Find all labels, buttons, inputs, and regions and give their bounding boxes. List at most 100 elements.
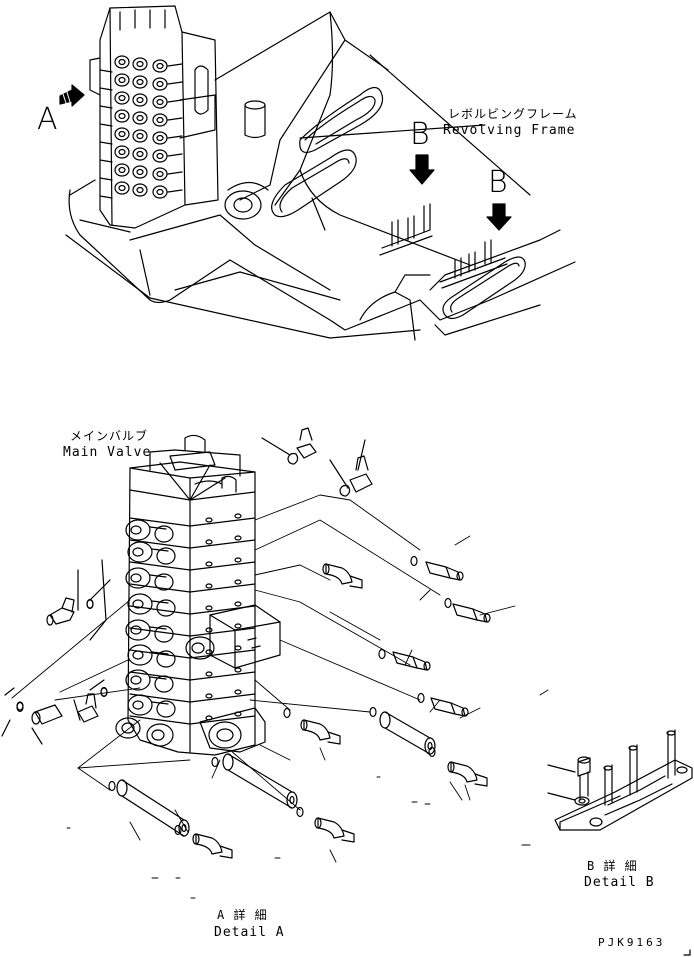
spool-port-bore — [130, 625, 142, 635]
valve-port-bore — [156, 152, 164, 160]
callout-b-left-label: B — [410, 117, 430, 152]
elbow-connector — [195, 833, 223, 855]
valve-bolt-head — [234, 667, 242, 673]
valve-port — [152, 131, 168, 145]
o-ring — [296, 806, 304, 818]
spool-port — [154, 625, 174, 643]
spool-port-bore — [130, 573, 142, 583]
main-valve-overview — [79, 5, 219, 233]
valve-port — [114, 163, 130, 177]
valve-section-line — [99, 99, 183, 109]
detail-a-caption-en: Detail A — [214, 925, 285, 940]
valve-port — [152, 167, 168, 181]
spool-port — [127, 593, 153, 615]
valve-section-line — [129, 649, 256, 659]
o-ring — [283, 707, 291, 719]
connector-end — [423, 661, 431, 671]
valve-port — [114, 73, 130, 87]
leader-lines — [11, 494, 516, 863]
spool-port — [156, 650, 176, 668]
connector-end — [483, 613, 491, 623]
spacer-tube-body — [121, 779, 185, 837]
o-ring — [16, 701, 24, 713]
valve-bolt-head — [205, 539, 213, 545]
valve-port-bore — [136, 96, 144, 104]
valve-section-line — [99, 81, 183, 91]
valve-section-line — [99, 63, 183, 73]
valve-bolt-head — [205, 649, 213, 655]
connector-end — [456, 571, 464, 581]
valve-bolt-head — [234, 689, 242, 695]
spacer-tube-body — [384, 711, 431, 755]
o-ring — [417, 692, 425, 704]
valve-bottom-caps — [115, 707, 266, 753]
valve-port-bore — [118, 130, 126, 138]
elbow-end — [447, 761, 455, 773]
main-valve-sections — [129, 513, 256, 725]
valve-port-bore — [118, 166, 126, 174]
valve-bolt-head — [205, 561, 213, 567]
callout-a-label: A — [37, 102, 58, 137]
spacer-tube-end — [116, 779, 128, 797]
valve-section-line — [129, 561, 256, 571]
valve-port — [132, 147, 148, 161]
spacer-tube-end — [424, 737, 436, 755]
valve-port — [132, 183, 148, 197]
revolving-frame-overview — [65, 11, 576, 341]
corner-mark — [683, 949, 691, 956]
valve-section-line — [129, 671, 256, 681]
spool-port — [125, 669, 151, 691]
spool-port-bore — [132, 650, 144, 660]
valve-section-line — [129, 693, 256, 703]
valve-port — [114, 181, 130, 195]
valve-section-line — [99, 171, 183, 181]
o-ring — [428, 746, 436, 758]
valve-section-line — [129, 539, 256, 549]
valve-port-bore — [136, 132, 144, 140]
o-ring — [100, 686, 108, 698]
right-fittings — [192, 561, 491, 859]
spacer-tube-end — [178, 819, 190, 837]
spool-port — [156, 599, 176, 617]
callout-a-hatch — [62, 91, 71, 104]
valve-port-bore — [118, 76, 126, 84]
valve-bolt-head — [234, 557, 242, 563]
valve-port — [132, 93, 148, 107]
main-valve-label-jp: メインバルブ — [70, 429, 149, 443]
valve-port — [132, 57, 148, 71]
o-ring — [378, 648, 386, 660]
o-ring — [410, 555, 418, 567]
valve-side-block — [185, 604, 281, 669]
valve-port — [114, 127, 130, 141]
valve-bolt-head — [234, 513, 242, 519]
valve-port — [114, 109, 130, 123]
elbow-end — [300, 719, 308, 731]
valve-port-bore — [156, 62, 164, 70]
o-ring — [211, 756, 219, 768]
spool-port — [154, 525, 174, 543]
spacer-tube-end — [222, 753, 234, 771]
valve-port — [132, 165, 148, 179]
valve-port — [132, 75, 148, 89]
valve-bolt-head — [234, 535, 242, 541]
elbow-connector — [317, 817, 345, 839]
valve-port-bore — [118, 94, 126, 102]
valve-section-line — [99, 117, 183, 127]
spool-port-bore — [130, 675, 142, 685]
o-ring — [108, 780, 116, 792]
o-ring — [174, 824, 182, 836]
connector-thread — [450, 702, 466, 717]
valve-port-bore — [118, 184, 126, 192]
valve-port-bore — [118, 112, 126, 120]
valve-bolt-head — [205, 583, 213, 589]
valve-port-bore — [136, 186, 144, 194]
elbow-end — [314, 817, 322, 829]
spacer-tube-end — [379, 711, 391, 729]
elbow-thread — [327, 731, 341, 745]
revolving-frame-label-en: Revolving Frame — [443, 123, 576, 138]
callout-b-left-arrow-icon — [409, 154, 435, 185]
callout-b-right-label: B — [488, 165, 508, 200]
connector-thread — [472, 608, 488, 623]
detail-b-caption-en: Detail B — [584, 875, 655, 890]
